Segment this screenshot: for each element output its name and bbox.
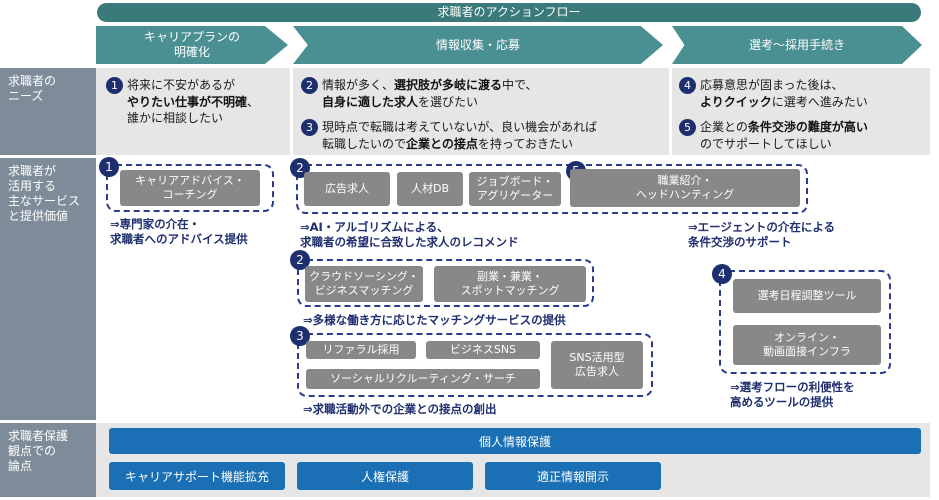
badge-4: 4: [712, 264, 732, 284]
need-3: 3 現時点で転職は考えていないが、良い機会があれば 転職したいので企業との接点を持…: [301, 119, 667, 152]
row-label-services: 求職者が 活用する 主なサービス と提供価値: [0, 158, 96, 420]
service-referral: リファラル採用: [306, 341, 416, 359]
group-matching: [297, 259, 594, 307]
need-text: を選びたい: [418, 95, 479, 109]
note-tools: ⇒選考フローの利便性を 高めるツールの提供: [730, 380, 855, 409]
need-highlight: やりたい仕事が不明確: [127, 95, 248, 109]
service-business-sns: ビジネスSNS: [426, 341, 540, 359]
note-ai: ⇒AI・アルゴリズムによる、 求職者の希望に合致した求人のレコメンド: [300, 220, 519, 249]
group-contact: [297, 333, 653, 397]
human-rights-bar: 人権保護: [297, 462, 473, 490]
service-crowdsourcing: クラウドソーシング・ ビジネスマッチング: [305, 266, 423, 302]
number-badge: 4: [679, 77, 696, 94]
phase-selection: 選考～採用手続き: [672, 26, 922, 64]
note-expert: ⇒専門家の介在・ 求職者へのアドバイス提供: [110, 217, 248, 246]
need-text: 転職したいので: [322, 137, 407, 151]
need-1: 1 将来に不安があるが やりたい仕事が不明確、 誰かに相談したい: [106, 77, 286, 126]
service-schedule-tool: 選考日程調整ツール: [733, 279, 881, 313]
number-badge: 1: [106, 77, 123, 94]
need-2: 2 情報が多く、選択肢が多岐に渡る中で、 自身に適した求人を選びたい: [301, 77, 661, 110]
service-online-interview: オンライン・ 動画面接インフラ: [733, 325, 881, 365]
number-badge: 3: [301, 119, 318, 136]
badge-3: 3: [290, 326, 310, 346]
need-text: 現時点で転職は考えていないが、良い機会があれば: [322, 120, 598, 134]
need-text: を持っておきたい: [477, 137, 573, 151]
service-sns-ads: SNS活用型 広告求人: [551, 341, 643, 389]
phase-career-plan: キャリアプランの 明確化: [96, 26, 288, 64]
row-label-needs: 求職者の ニーズ: [0, 68, 96, 155]
group-career-advice: [106, 164, 274, 212]
badge-2b: 2: [290, 250, 310, 270]
need-highlight: 選択肢が多岐に渡る: [394, 78, 503, 92]
need-text: のでサポートしてほしい: [700, 137, 832, 151]
need-4: 4 応募意思が固まった後は、 よりクイックに選考へ進みたい: [679, 77, 927, 110]
privacy-bar: 個人情報保護: [109, 428, 921, 454]
needs-cell-2: [293, 68, 669, 155]
group-tools: [719, 270, 891, 374]
note-matching: ⇒多様な働き方に応じたマッチングサービスの提供: [303, 313, 566, 327]
note-contact: ⇒求職活動外での企業との接点の創出: [303, 402, 497, 416]
needs-cell-1: [96, 68, 290, 155]
service-talent-db: 人材DB: [397, 172, 463, 206]
need-text: 企業との: [700, 120, 748, 134]
service-career-advice: キャリアアドバイス・ コーチング: [120, 170, 260, 206]
phase-info-gathering: 情報収集・応募: [293, 26, 663, 64]
need-highlight: 条件交渉の難度が高い: [747, 120, 868, 134]
number-badge: 5: [679, 119, 696, 136]
need-highlight: 自身に適した求人: [322, 95, 419, 109]
need-text: 誰かに相談したい: [127, 111, 224, 125]
row-label-protection: 求職者保護 観点での 論点: [0, 423, 96, 497]
need-text: 情報が多く、: [322, 78, 395, 92]
service-social-recruit: ソーシャルリクルーティング・サーチ: [306, 369, 540, 389]
number-badge: 2: [301, 77, 318, 94]
badge-1: 1: [99, 157, 119, 177]
group-job-info: [296, 164, 808, 214]
need-text: 中で、: [502, 78, 538, 92]
service-side-job: 副業・兼業・ スポットマッチング: [434, 266, 586, 302]
need-text: 応募意思が固まった後は、: [700, 78, 844, 92]
need-highlight: 企業との接点: [406, 137, 478, 151]
need-highlight: よりクイック: [700, 95, 772, 109]
need-5: 5 企業との条件交渉の難度が高い のでサポートしてほしい: [679, 119, 927, 152]
service-agency: 職業紹介・ ヘッドハンティング: [570, 169, 800, 207]
disclosure-bar: 適正情報開示: [485, 462, 661, 490]
service-job-ads: 広告求人: [304, 172, 390, 206]
need-text: 、: [247, 95, 260, 109]
service-job-board: ジョブボード・ アグリゲーター: [469, 172, 561, 206]
needs-cell-3: [672, 68, 930, 155]
need-text: に選考へ進みたい: [771, 95, 868, 109]
action-flow-banner: 求職者のアクションフロー: [97, 3, 921, 22]
need-text: 将来に不安があるが: [127, 78, 236, 92]
note-agent: ⇒エージェントの介在による 条件交渉のサポート: [688, 220, 836, 249]
career-support-bar: キャリアサポート機能拡充: [109, 462, 285, 490]
